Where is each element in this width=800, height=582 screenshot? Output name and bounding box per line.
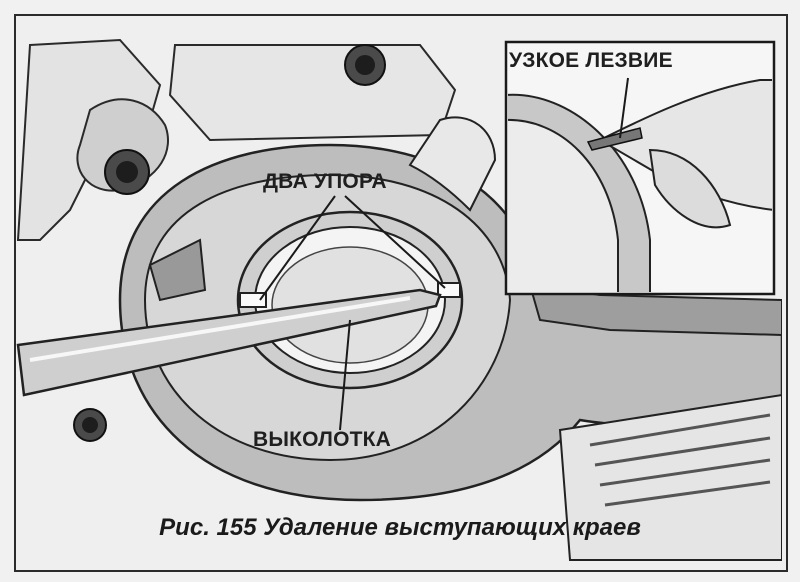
leader-punch [339, 319, 351, 431]
panel-ribs [589, 413, 771, 507]
punch-highlight [29, 296, 411, 362]
bolt-bottom-left [73, 408, 107, 442]
inset-detail [504, 40, 776, 296]
punch-tool [16, 288, 442, 397]
label-punch: ВЫКОЛОТКА [253, 428, 392, 451]
label-narrow-blade: УЗКОЕ ЛЕЗВИЕ [509, 49, 673, 72]
inset-narrow-blade [586, 127, 643, 151]
housing-ribbed-panel [558, 393, 782, 561]
inset-seal-bore [508, 119, 619, 292]
leader-narrow-blade [619, 77, 629, 139]
label-two-stops: ДВА УПОРА [263, 170, 387, 193]
cover-rib [148, 238, 207, 302]
bolt-top [344, 44, 386, 86]
stop-left [239, 292, 267, 308]
figure-caption: Рис. 155 Удаление выступающих краев [159, 514, 641, 541]
bolt-left [104, 149, 150, 195]
cover-lug [408, 116, 497, 212]
inset-fingers [648, 148, 732, 229]
leader-two-stops [259, 195, 446, 301]
housing-top [168, 44, 457, 142]
